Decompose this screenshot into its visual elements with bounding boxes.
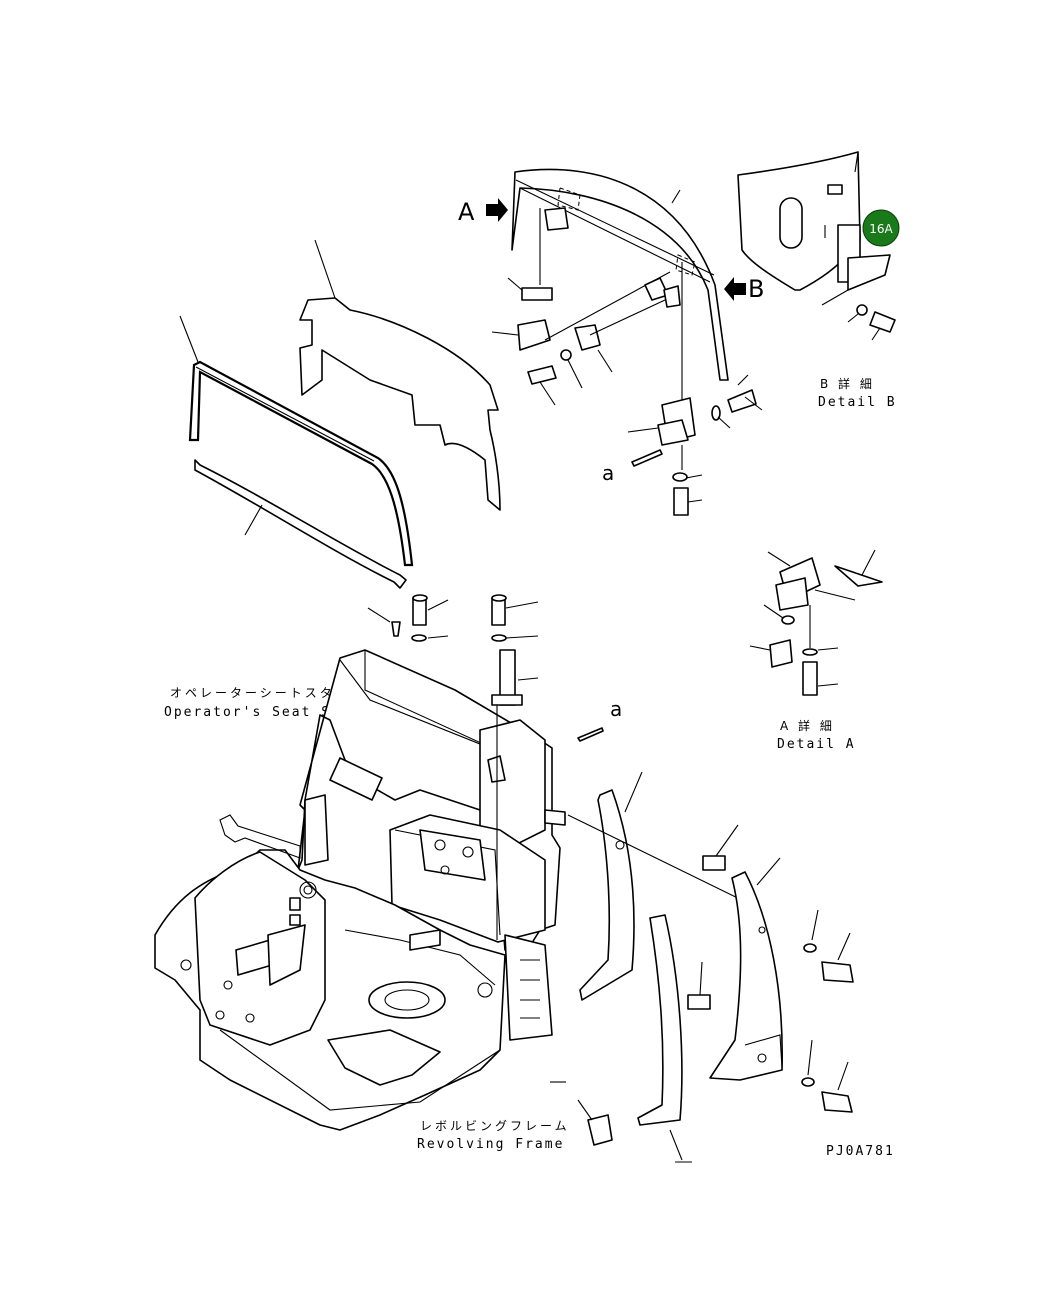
- ref-a-mid-label: a: [610, 697, 622, 721]
- detail-a-en-label: Detail A: [777, 737, 856, 752]
- view-arrow-a: [486, 198, 508, 222]
- drawing-number: PJ0A781: [826, 1144, 895, 1159]
- callout-16a-badge: 16A: [862, 209, 900, 247]
- cover-hardware: [491, 207, 681, 406]
- side-cover-strip: [637, 914, 683, 1161]
- detail-b-en-label: Detail B: [818, 395, 897, 410]
- operator-seat-stand: [297, 649, 566, 1041]
- seat-stand-jp-label: オペレーターシートスタンド: [170, 686, 365, 700]
- detail-b-jp-label: B 詳 細: [820, 376, 875, 391]
- side-cover-hardware: [550, 824, 854, 1163]
- frame-jp-label: レボルビングフレーム: [420, 1119, 570, 1133]
- seat-stand-en-label: Operator's Seat Stand: [164, 705, 370, 720]
- detail-a-jp-label: A 詳 細: [780, 718, 835, 733]
- hinge-assembly: [627, 374, 763, 516]
- upper-cover-panel: [511, 168, 729, 400]
- side-cover-right: [709, 857, 783, 1081]
- arrow-b-label: B: [748, 275, 764, 303]
- pin-a: [577, 727, 604, 742]
- side-panel-cover: [299, 239, 501, 511]
- seat-stand-hardware: [367, 594, 539, 706]
- window-frame-seal: [179, 315, 414, 567]
- lower-seal-strip: [194, 459, 407, 589]
- frame-en-label: Revolving Frame: [417, 1137, 564, 1152]
- detail-b-view: [737, 151, 896, 341]
- revolving-frame: [154, 814, 506, 1131]
- detail-a-view: [749, 549, 883, 696]
- callout-16a-text: 16A: [869, 222, 893, 236]
- side-cover-left: [567, 771, 753, 1001]
- arrow-a-label: A: [458, 198, 475, 226]
- ref-a-top-label: a: [602, 461, 614, 485]
- view-arrow-b: [724, 277, 746, 301]
